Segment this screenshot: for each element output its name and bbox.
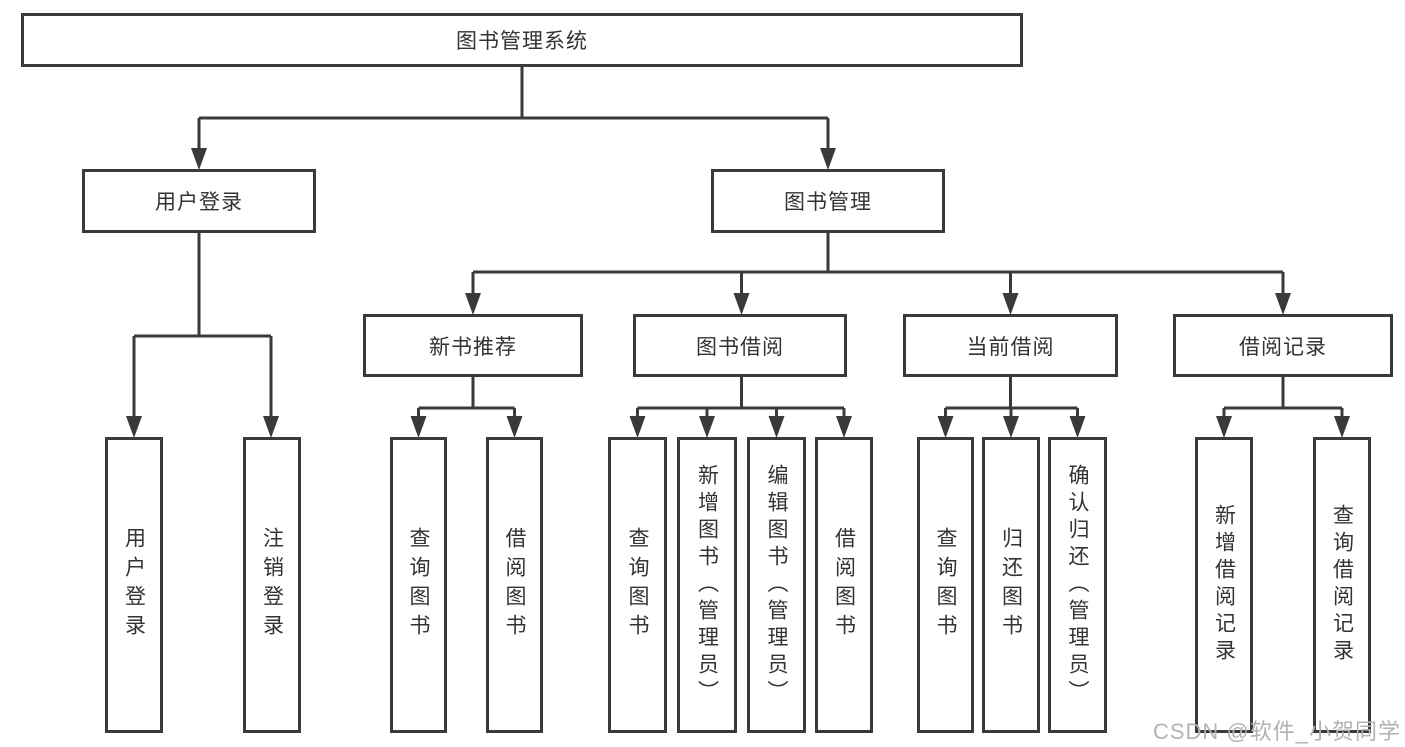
- node-label: 用户登录: [122, 527, 146, 643]
- arrowhead: [1002, 293, 1019, 315]
- leaf-borrow-books: 借阅图书: [815, 437, 873, 733]
- node-root: 图书管理系统: [21, 13, 1023, 67]
- leaf-add-borrow-record: 新增借阅记录: [1195, 437, 1253, 733]
- arrowhead: [699, 416, 715, 438]
- node-label: 归还图书: [999, 527, 1023, 643]
- leaf-confirm-return-admin: 确认归还（管理员）: [1048, 437, 1107, 733]
- node-label: 查询图书: [626, 527, 649, 643]
- node-new-book-recommend: 新书推荐: [363, 314, 583, 377]
- csdn-watermark: CSDN @软件_小贺同学: [1152, 719, 1401, 744]
- arrowhead: [1216, 416, 1232, 438]
- arrowhead: [465, 293, 481, 315]
- connector-user-login-children: [126, 233, 279, 438]
- node-label: 借阅图书: [832, 527, 856, 643]
- arrowhead: [733, 293, 750, 315]
- leaf-edit-book-admin: 编辑图书（管理员）: [747, 437, 806, 733]
- connector-book-borrow-children: [629, 377, 852, 438]
- arrowhead: [768, 416, 785, 438]
- node-label: 查询图书: [407, 527, 430, 643]
- arrowhead: [1003, 416, 1019, 438]
- node-label: 新增图书（管理员）: [695, 463, 719, 707]
- leaf-query-books-borrow: 查询图书: [608, 437, 667, 733]
- arrowhead: [506, 416, 523, 438]
- connector-current-borrow-children: [937, 377, 1086, 438]
- node-label: 查询借阅记录: [1330, 504, 1354, 666]
- node-borrow-records: 借阅记录: [1173, 314, 1393, 377]
- node-label: 图书借阅: [696, 335, 784, 359]
- arrowhead: [629, 416, 646, 438]
- arrowhead: [263, 416, 279, 438]
- node-book-management: 图书管理: [711, 169, 945, 233]
- node-current-borrow: 当前借阅: [903, 314, 1118, 377]
- connector-root-to-level2: [191, 67, 836, 170]
- node-label: 借阅记录: [1239, 335, 1327, 359]
- arrowhead: [820, 148, 836, 170]
- node-label: 图书管理: [784, 191, 872, 214]
- arrowhead: [1069, 416, 1086, 438]
- arrowhead: [191, 148, 207, 170]
- node-label: 新书推荐: [429, 335, 517, 359]
- arrowhead: [410, 416, 427, 438]
- node-book-borrow: 图书借阅: [633, 314, 847, 377]
- connector-book-management-children: [465, 233, 1291, 315]
- leaf-return-book: 归还图书: [982, 437, 1040, 733]
- node-user-login: 用户登录: [82, 169, 316, 233]
- leaf-query-books-recommend: 查询图书: [390, 437, 447, 733]
- node-label: 图书管理系统: [456, 30, 588, 53]
- leaf-logout: 注销登录: [243, 437, 301, 733]
- leaf-add-book-admin: 新增图书（管理员）: [677, 437, 737, 733]
- node-label: 编辑图书（管理员）: [765, 463, 788, 707]
- arrowhead: [126, 416, 142, 438]
- arrowhead: [1275, 293, 1291, 315]
- connector-new-book-recommend-children: [410, 377, 523, 438]
- connector-borrow-records-children: [1216, 377, 1350, 438]
- arrowhead: [836, 416, 852, 438]
- node-label: 注销登录: [260, 527, 284, 643]
- node-label: 确认归还（管理员）: [1066, 463, 1089, 707]
- node-label: 新增借阅记录: [1212, 504, 1236, 666]
- arrowhead: [1334, 416, 1350, 438]
- arrowhead: [937, 416, 954, 438]
- node-label: 当前借阅: [966, 335, 1055, 359]
- node-label: 借阅图书: [503, 527, 526, 643]
- leaf-query-borrow-record: 查询借阅记录: [1313, 437, 1371, 733]
- node-label: 用户登录: [155, 191, 243, 214]
- node-label: 查询图书: [934, 527, 957, 643]
- leaf-user-login: 用户登录: [105, 437, 163, 733]
- leaf-query-books-current: 查询图书: [917, 437, 974, 733]
- leaf-borrow-books-recommend: 借阅图书: [486, 437, 543, 733]
